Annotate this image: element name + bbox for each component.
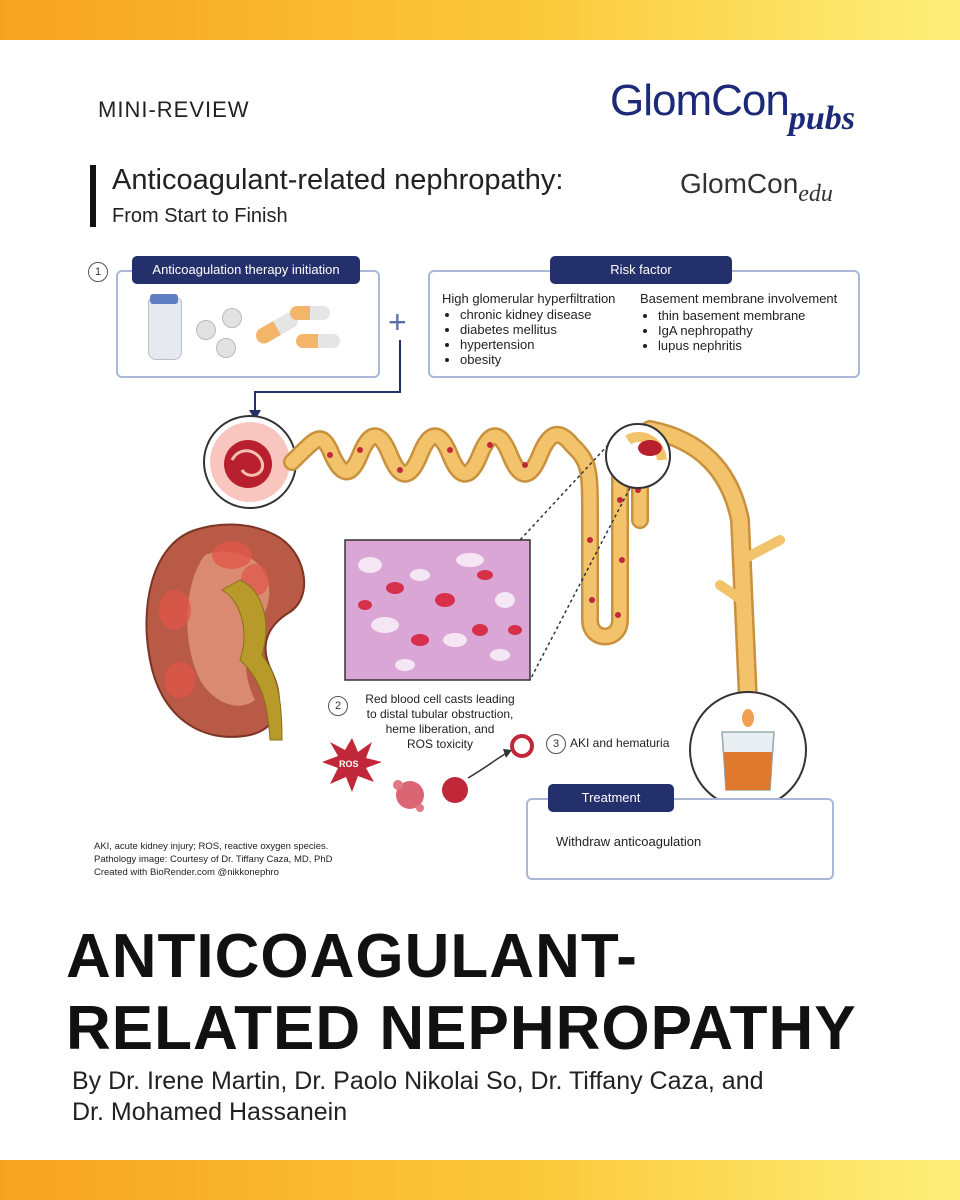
step2-caption: Red blood cell casts leading to distal t…: [350, 692, 530, 752]
risk-col2-heading: Basement membrane involvement: [640, 291, 838, 306]
connector-arrowhead: [249, 410, 261, 420]
bottom-gradient-bar: [0, 1160, 960, 1200]
step2-line: ROS toxicity: [406, 737, 473, 751]
figure-subtitle: From Start to Finish: [112, 205, 288, 227]
capsule-icon: [290, 306, 330, 320]
risk-factor-panel: [428, 270, 860, 378]
stop-label: STOP: [777, 834, 811, 848]
list-item: hypertension: [460, 337, 592, 352]
urine-cup-circle: [689, 691, 807, 809]
glomcon-edu-logo: GlomConedu: [680, 168, 833, 207]
top-gradient-bar: [0, 0, 960, 40]
bottle-cap-icon: [150, 294, 178, 304]
brand-sub: pubs: [788, 100, 855, 137]
step2-number: 2: [328, 696, 348, 716]
glomerulus-circle: [203, 415, 297, 509]
list-item: obesity: [460, 352, 592, 367]
list-item: lupus nephritis: [658, 338, 805, 353]
section-label: MINI-REVIEW: [98, 97, 250, 122]
capsule-icon: [296, 334, 340, 348]
list-item: thin basement membrane: [658, 308, 805, 323]
list-item: chronic kidney disease: [460, 307, 592, 322]
figure-notes: AKI, acute kidney injury; ROS, reactive …: [94, 840, 332, 879]
step2-line: Red blood cell casts leading: [365, 692, 515, 706]
headline: ANTICOAGULANT- RELATED NEPHROPATHY: [66, 926, 857, 1060]
tablet-icon: [216, 338, 236, 358]
note-line: AKI, acute kidney injury; ROS, reactive …: [94, 841, 329, 852]
kidney-illustration: [145, 523, 306, 741]
headline-line1: ANTICOAGULANT-: [66, 922, 638, 991]
zoom-line-bottom: [529, 487, 631, 681]
brand-main: GlomCon: [610, 76, 790, 125]
authors: By Dr. Irene Martin, Dr. Paolo Nikolai S…: [72, 1066, 892, 1128]
authors-line2: Dr. Mohamed Hassanein: [72, 1098, 348, 1126]
figure-title: Anticoagulant-related nephropathy:: [112, 164, 564, 196]
title-accent-bar: [90, 165, 96, 227]
note-line: Pathology image: Courtesy of Dr. Tiffany…: [94, 854, 333, 865]
treatment-action: Withdraw anticoagulation: [556, 834, 702, 849]
risk-col1-heading: High glomerular hyperfiltration: [442, 291, 616, 306]
nephron-tubule: [283, 420, 785, 710]
risk-col1-list: chronic kidney disease diabetes mellitus…: [444, 307, 592, 367]
magnified-tubule-circle: [605, 423, 671, 489]
authors-line1: By Dr. Irene Martin, Dr. Paolo Nikolai S…: [72, 1067, 764, 1095]
connector-arrow: [254, 340, 401, 412]
treatment-pill: Treatment: [548, 784, 674, 812]
step2-line: to distal tubular obstruction,: [366, 707, 514, 721]
list-item: IgA nephropathy: [658, 323, 805, 338]
tablet-icon: [222, 308, 242, 328]
note-line: Created with BioRender.com @nikkonephro: [94, 867, 279, 878]
step1-number: 1: [88, 262, 108, 282]
tablet-icon: [196, 320, 216, 340]
rbc-fragments: [393, 734, 534, 812]
edu-logo-sub: edu: [798, 181, 833, 207]
edu-logo-main: GlomCon: [680, 168, 799, 199]
step2-line: heme liberation, and: [385, 722, 495, 736]
risk-col2-list: thin basement membrane IgA nephropathy l…: [642, 308, 805, 353]
glomcon-pubs-logo: GlomConpubs: [610, 76, 855, 137]
step3-number: 3: [546, 734, 566, 754]
ros-label: ROS: [339, 759, 359, 769]
pill-bottle-icon: [148, 298, 182, 360]
headline-line2: RELATED NEPHROPATHY: [66, 994, 857, 1063]
pathology-image: [344, 539, 531, 681]
risk-factor-pill: Risk factor: [550, 256, 732, 284]
step1-pill: Anticoagulation therapy initiation: [132, 256, 360, 284]
step3-caption: AKI and hematuria: [570, 736, 670, 750]
plus-icon: +: [388, 304, 407, 340]
list-item: diabetes mellitus: [460, 322, 592, 337]
ros-burst: [322, 738, 382, 792]
